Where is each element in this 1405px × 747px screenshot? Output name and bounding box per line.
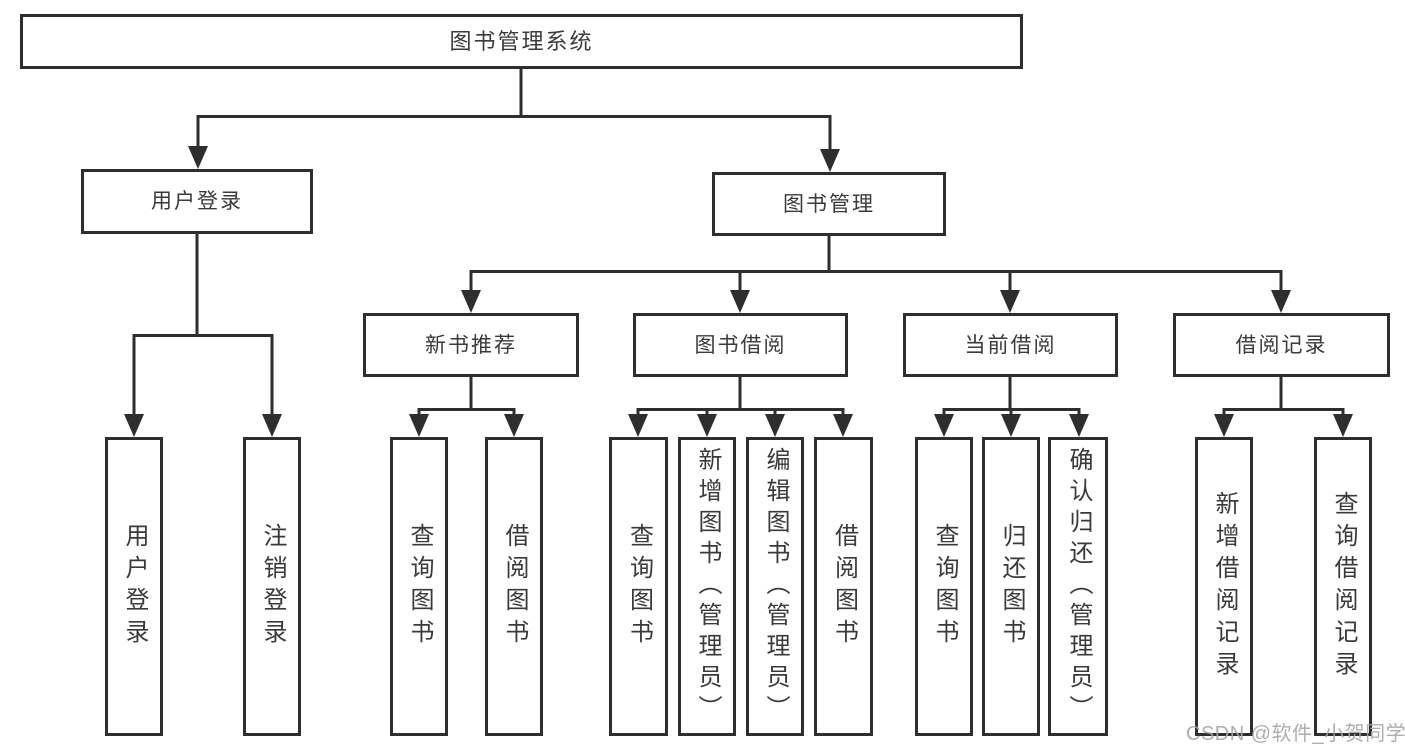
leaf-add-borrow-record: 新增借阅记录 xyxy=(1195,437,1253,736)
leaf-borrow-books-recommend: 借阅图书 xyxy=(485,437,543,736)
node-user-login: 用户登录 xyxy=(81,169,313,234)
node-new-book-recommendation: 新书推荐 xyxy=(363,313,579,377)
node-borrowing-records: 借阅记录 xyxy=(1173,313,1390,377)
leaf-user-login: 用户登录 xyxy=(105,437,163,736)
leaf-borrow-books-borrowing: 借阅图书 xyxy=(814,437,873,736)
node-book-borrowing: 图书借阅 xyxy=(633,313,848,377)
leaf-return-books: 归还图书 xyxy=(982,437,1040,736)
leaf-logout-login: 注销登录 xyxy=(243,437,301,736)
leaf-query-books-borrowing: 查询图书 xyxy=(609,437,668,736)
leaf-query-books-current: 查询图书 xyxy=(915,437,973,736)
leaf-confirm-return-admin: 确认归还（管理员） xyxy=(1048,437,1108,736)
leaf-query-books-recommend: 查询图书 xyxy=(390,437,448,736)
node-root: 图书管理系统 xyxy=(20,14,1023,69)
node-book-management: 图书管理 xyxy=(712,172,946,236)
node-current-borrowing: 当前借阅 xyxy=(903,313,1118,377)
leaf-add-book-admin: 新增图书（管理员） xyxy=(678,437,736,736)
leaf-query-borrow-record: 查询借阅记录 xyxy=(1314,437,1372,736)
leaf-edit-book-admin: 编辑图书（管理员） xyxy=(746,437,804,736)
watermark: CSDN @软件_小贺同学 xyxy=(1186,723,1405,745)
